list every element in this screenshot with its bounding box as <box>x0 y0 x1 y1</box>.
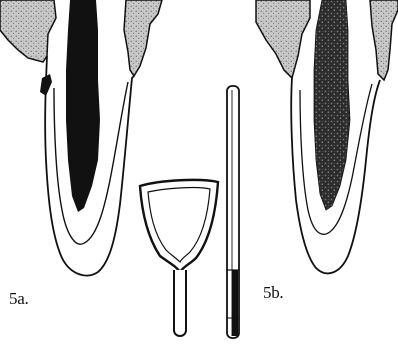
gum-right-5a <box>124 0 162 76</box>
loop-handle <box>174 270 186 336</box>
tooth-5b <box>256 0 398 273</box>
gum-right-5b <box>370 0 398 80</box>
loop-instrument <box>140 180 218 336</box>
figure-label-5a: 5a. <box>9 289 28 309</box>
figure-label-5b: 5b. <box>263 283 283 303</box>
tooth-5a <box>0 0 162 276</box>
gum-left-5a <box>0 0 56 62</box>
rod-tip <box>232 270 238 336</box>
measuring-rod <box>227 86 239 338</box>
gum-left-5b <box>256 0 310 78</box>
